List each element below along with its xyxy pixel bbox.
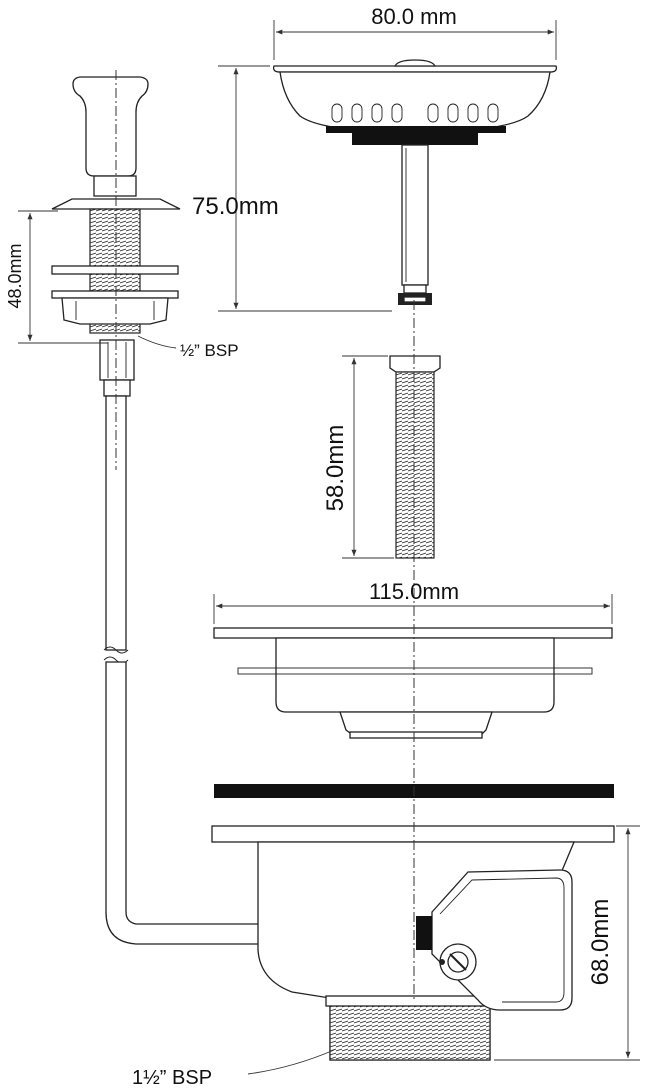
dim-basket-width: 80.0 mm — [371, 4, 457, 29]
spindle-thread — [395, 371, 435, 559]
button-knob — [72, 76, 149, 177]
basket-knob — [393, 59, 437, 67]
flange-plate — [213, 627, 613, 639]
dim-basket-height: 75.0mm — [192, 193, 279, 220]
body-flange — [211, 825, 615, 843]
dim-outlet-thread: 1½” BSP — [132, 1067, 212, 1089]
outlet-collar — [325, 995, 495, 1007]
basket-bowl — [279, 71, 551, 133]
basket-seal — [326, 126, 506, 133]
button-neck — [93, 175, 137, 197]
push-button-assembly — [51, 70, 417, 945]
basket-slots — [331, 103, 499, 123]
flange-rib — [237, 667, 593, 675]
sink-flange — [213, 627, 613, 739]
spindle-head — [389, 355, 441, 373]
button-nut — [61, 297, 169, 325]
basket-rim — [272, 65, 558, 73]
flange-cup — [275, 637, 555, 713]
dim-button-height: 48.0mm — [5, 243, 25, 308]
flange-teeth — [349, 731, 483, 739]
dimension-lines — [18, 20, 640, 1075]
button-lock-plate — [51, 290, 179, 299]
dim-button-thread: ½” BSP — [180, 341, 239, 360]
outlet-thread — [329, 999, 491, 1061]
dim-body-height: 68.0mm — [587, 899, 614, 986]
button-cable-ferrule — [103, 379, 131, 397]
dim-flange-width: 115.0mm — [369, 579, 459, 604]
basket-strainer — [272, 59, 558, 305]
spindle — [389, 355, 441, 559]
waste-body — [211, 825, 615, 1061]
button-washer — [51, 265, 179, 275]
cable-connector — [416, 916, 432, 950]
stem-collar — [403, 284, 427, 294]
button-lower-fitting — [99, 339, 135, 381]
dim-spindle-length: 58.0mm — [322, 425, 349, 512]
basket-seal-base — [352, 133, 478, 145]
